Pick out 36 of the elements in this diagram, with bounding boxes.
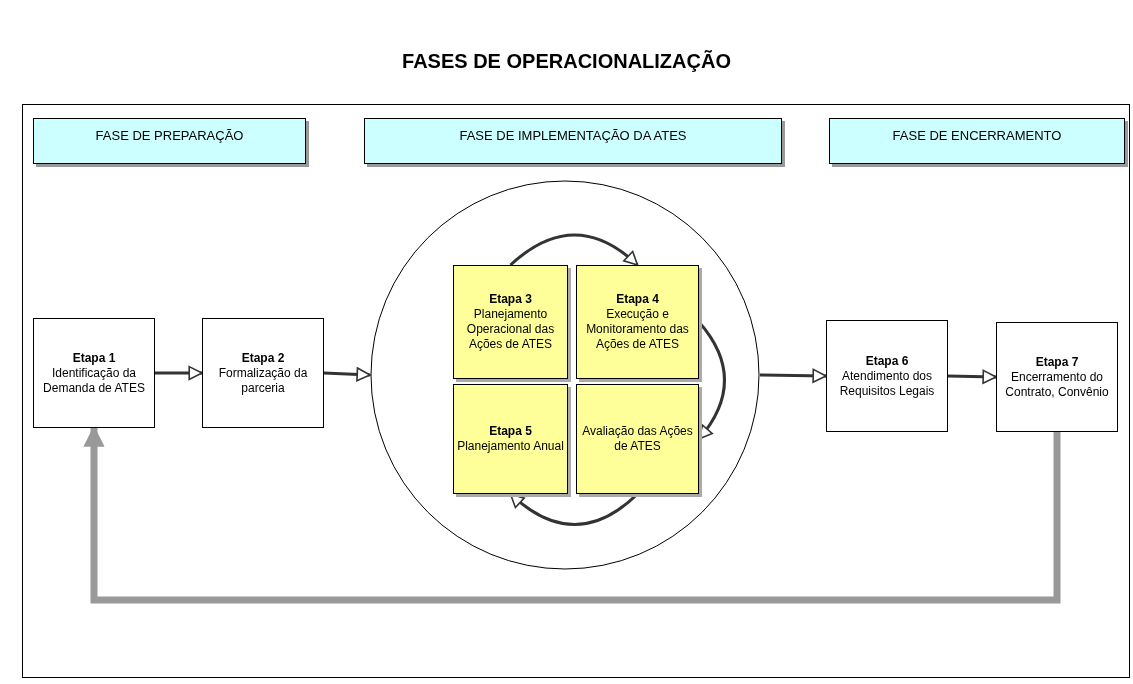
- step-text: Execução e Monitoramento das Ações de ATES: [585, 307, 690, 352]
- step-text: FASE DE IMPLEMENTAÇÃO DA ATES: [459, 128, 687, 143]
- phase-header: [33, 118, 306, 164]
- step-text: Avaliação das Ações de ATES: [581, 424, 694, 454]
- step-text: Formalização da parceria: [217, 365, 309, 396]
- step-title: Etapa 1: [72, 350, 116, 366]
- step-text: Atendimento dos Requisitos Legais: [838, 368, 936, 399]
- step-text: Planejamento Operacional das Ações de ATES: [465, 307, 556, 352]
- step-title: Etapa 7: [1035, 354, 1079, 370]
- arrow: [84, 426, 1061, 604]
- step-box: [453, 265, 568, 379]
- phase-header: [829, 118, 1125, 164]
- arrow: [947, 369, 997, 384]
- step-box: [576, 384, 699, 494]
- step-text: FASE DE PREPARAÇÃO: [95, 128, 244, 143]
- phase-header: [364, 118, 782, 164]
- step-title: Etapa 6: [865, 353, 909, 369]
- step-box: [576, 265, 699, 379]
- step-text: Encerramento do Contrato, Convênio: [1004, 369, 1110, 400]
- step-title: Etapa 5: [489, 424, 532, 439]
- arrow: [155, 365, 203, 381]
- step-title: Etapa 3: [489, 292, 532, 307]
- step-text: Identificação da Demanda de ATES: [42, 365, 146, 396]
- step-text: FASE DE ENCERRAMENTO: [892, 128, 1062, 143]
- step-box: [453, 384, 568, 494]
- arrow: [759, 368, 827, 383]
- step-box: [996, 322, 1118, 432]
- step-box: [33, 318, 155, 428]
- step-text: Planejamento Anual: [457, 439, 564, 454]
- step-title: Etapa 2: [241, 350, 285, 366]
- step-box: [202, 318, 324, 428]
- arrow: [509, 233, 639, 267]
- title: FASES DE OPERACIONALIZAÇÃO: [401, 50, 732, 73]
- step-title: Etapa 4: [616, 292, 659, 307]
- arrow: [323, 367, 371, 382]
- step-box: [826, 320, 948, 432]
